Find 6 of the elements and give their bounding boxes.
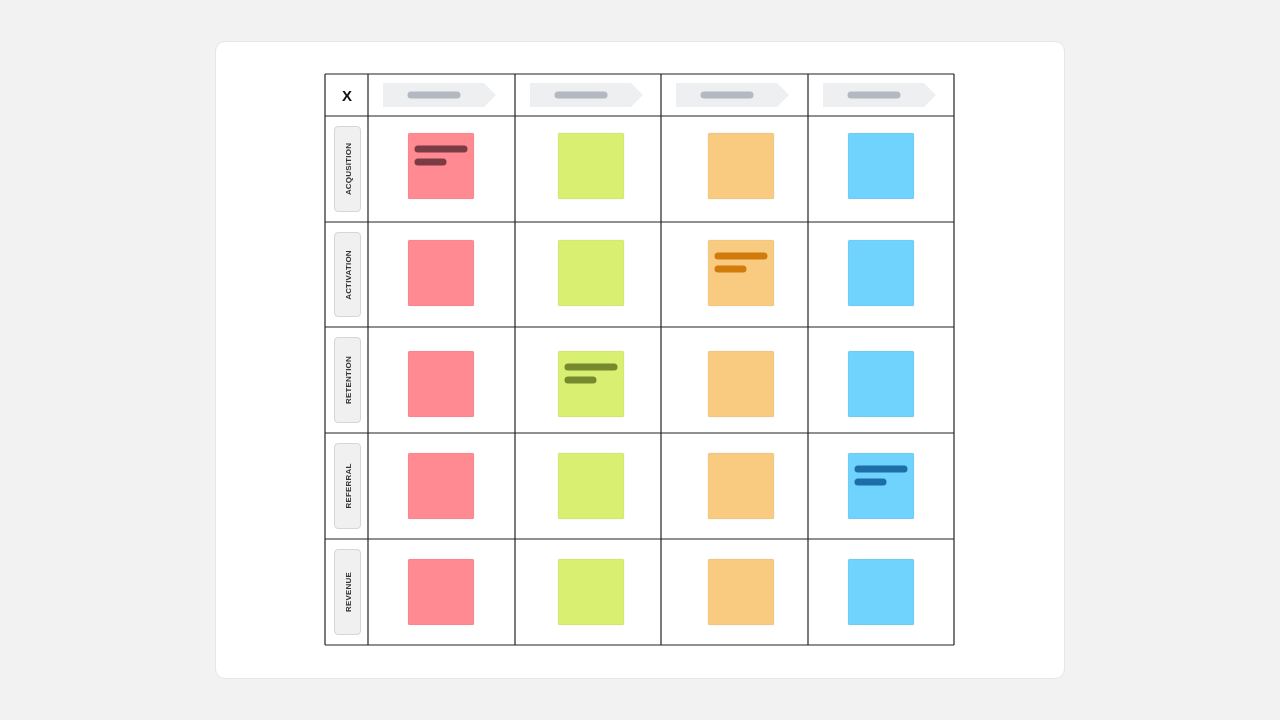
row-label-tab: RETENTION xyxy=(334,337,361,423)
row-label-tab: REVENUE xyxy=(334,549,361,635)
row-label-tab: ACQUSITION xyxy=(334,126,361,212)
corner-label: X xyxy=(342,87,352,104)
row-label-tab: ACTIVATION xyxy=(334,232,361,317)
row-label-tab: REFERRAL xyxy=(334,443,361,529)
